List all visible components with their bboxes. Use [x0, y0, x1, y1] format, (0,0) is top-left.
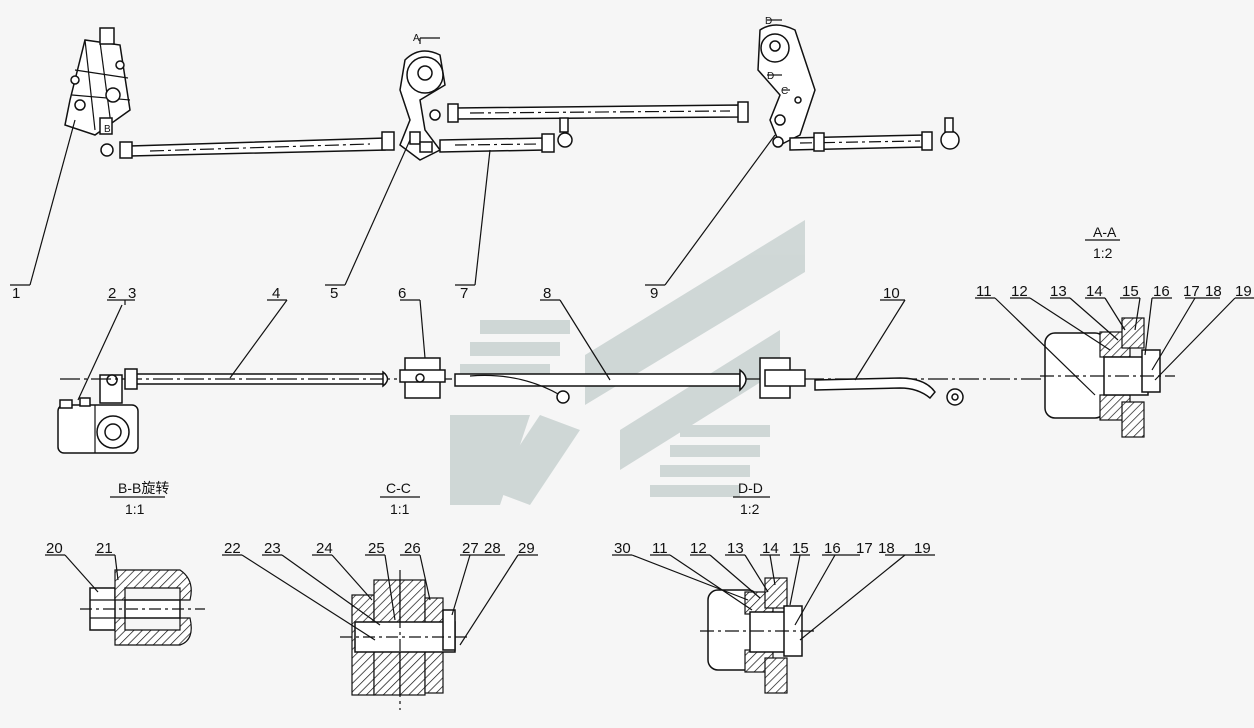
rod-8-front [454, 368, 747, 404]
rod-10-front [814, 377, 964, 406]
section-cc [340, 496, 470, 710]
callout-aa-12: 12 [1011, 283, 1028, 300]
callout-dd-18: 18 [878, 540, 895, 557]
callout-7: 7 [460, 285, 468, 302]
callout-aa-17: 17 [1183, 283, 1200, 300]
callout-dd-12: 12 [690, 540, 707, 557]
callout-dd-15: 15 [792, 540, 809, 557]
section-dd-title: D-D [738, 480, 763, 496]
callout-cc-23: 23 [264, 540, 281, 557]
section-bb-scale: 1:1 [125, 501, 145, 517]
idler-arm-top [757, 24, 816, 148]
watermark-logo [450, 220, 805, 505]
callout-1: 1 [12, 285, 20, 302]
steering-arm-top [399, 50, 446, 161]
joint-block-right [759, 357, 806, 399]
section-aa-scale: 1:2 [1093, 245, 1113, 261]
callout-cc-22: 22 [224, 540, 241, 557]
callout-dd-16: 16 [824, 540, 841, 557]
view-mark-b: B [104, 124, 111, 135]
section-aa [1040, 239, 1175, 438]
section-dd-scale: 1:2 [740, 501, 760, 517]
callout-dd-30: 30 [614, 540, 631, 557]
steering-gear-front [57, 374, 139, 454]
callout-6: 6 [398, 285, 406, 302]
callout-10: 10 [883, 285, 900, 302]
callout-2: 2 [108, 285, 116, 302]
middle-leaders [77, 299, 906, 401]
callout-aa-19: 19 [1235, 283, 1252, 300]
callout-cc-27: 27 [462, 540, 479, 557]
callout-aa-13: 13 [1050, 283, 1067, 300]
section-aa-leaders [975, 297, 1254, 396]
callout-5: 5 [330, 285, 338, 302]
callout-cc-26: 26 [404, 540, 421, 557]
rod-7-top [439, 117, 573, 153]
top-view-assembly: A D D C B [64, 16, 960, 161]
callout-aa-14: 14 [1086, 283, 1103, 300]
right-rod-top [789, 117, 960, 152]
section-bb-leaders [45, 554, 119, 593]
section-cc-leaders [222, 554, 538, 646]
callout-aa-11: 11 [976, 283, 992, 300]
callout-numbers: 1 2 3 4 5 6 7 8 9 10 11 12 13 14 15 16 1… [12, 283, 1252, 557]
view-marks: A D D C B [104, 16, 790, 135]
callout-dd-14: 14 [762, 540, 779, 557]
section-dd [700, 496, 815, 694]
view-mark-d2: D [767, 71, 774, 82]
section-bb-title: B-B旋转 [118, 480, 169, 496]
callout-dd-11: 11 [652, 540, 668, 557]
callout-4: 4 [272, 285, 280, 302]
joint-block-6 [399, 357, 446, 399]
middle-view-assembly [57, 357, 1080, 454]
section-cc-title: C-C [386, 480, 411, 496]
callout-cc-25: 25 [368, 540, 385, 557]
steering-gear-top [64, 27, 131, 157]
callout-aa-18: 18 [1205, 283, 1222, 300]
callout-aa-16: 16 [1153, 283, 1170, 300]
callout-dd-17: 17 [856, 540, 873, 557]
view-mark-a: A [413, 33, 420, 44]
section-bb [80, 496, 205, 646]
callout-bb-20: 20 [46, 540, 63, 557]
callout-bb-21: 21 [96, 540, 113, 557]
upper-rod-top [447, 101, 749, 123]
view-mark-c: C [781, 86, 788, 97]
callout-3: 3 [128, 285, 136, 302]
section-cc-scale: 1:1 [390, 501, 410, 517]
callout-cc-29: 29 [518, 540, 535, 557]
callout-9: 9 [650, 285, 658, 302]
callout-cc-24: 24 [316, 540, 333, 557]
callout-cc-28: 28 [484, 540, 501, 557]
section-dd-leaders [612, 554, 935, 641]
view-mark-d: D [765, 16, 772, 27]
callout-dd-19: 19 [914, 540, 931, 557]
callout-dd-13: 13 [727, 540, 744, 557]
callout-8: 8 [543, 285, 551, 302]
drag-link-top [119, 131, 395, 159]
callout-aa-15: 15 [1122, 283, 1139, 300]
section-titles: A-A 1:2 B-B旋转 1:1 C-C 1:1 D-D 1:2 [118, 224, 1117, 517]
top-leaders [10, 119, 776, 286]
section-aa-title: A-A [1093, 224, 1117, 240]
